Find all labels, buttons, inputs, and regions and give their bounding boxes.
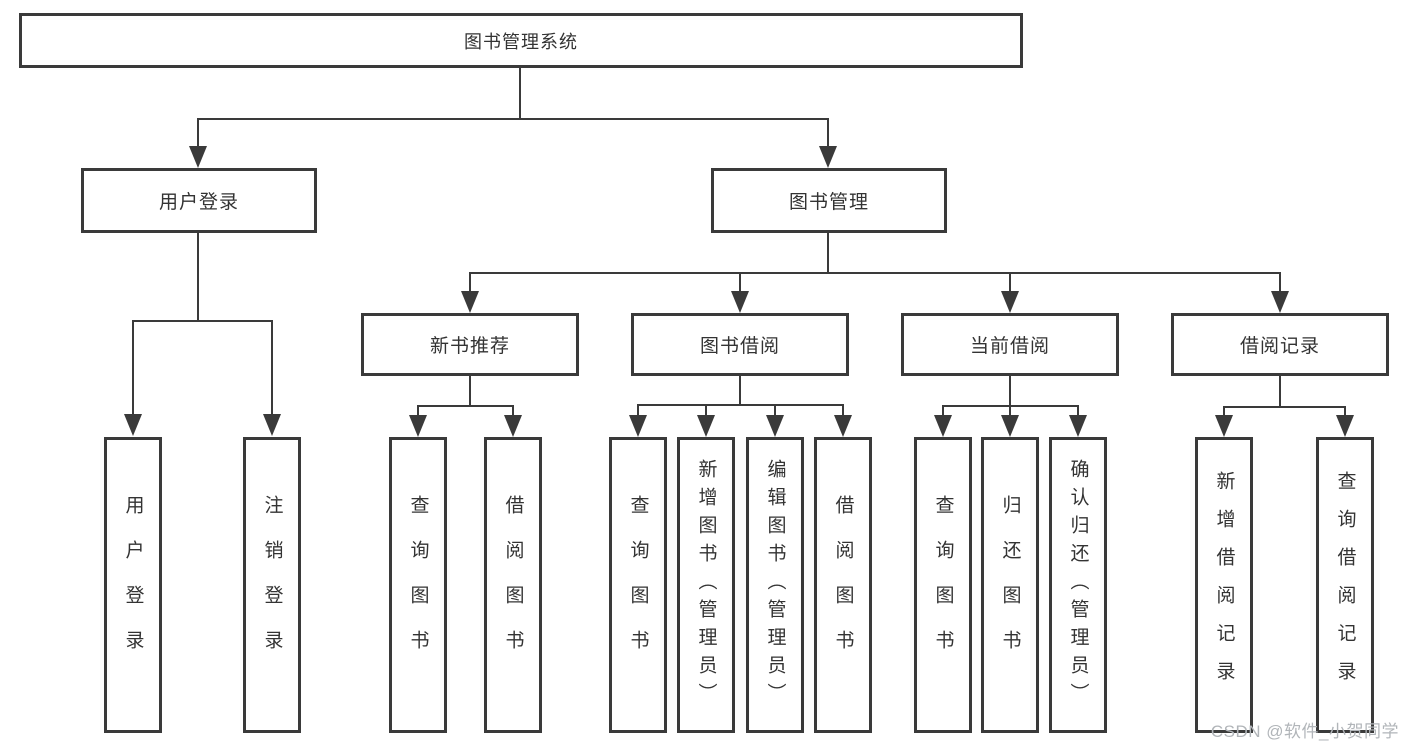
node-current-borrowing-label: 当前借阅 [969, 336, 1050, 357]
connector-vline [469, 376, 471, 406]
leaf-confirm-return-admin-label: 确认归还（管理员） [1067, 459, 1089, 711]
leaf-query-book-current: 查询图书 [914, 437, 972, 733]
connector-stem [1344, 406, 1346, 417]
leaf-query-book-borrowing-label: 查询图书 [627, 495, 649, 675]
leaf-edit-book-admin-label: 编辑图书（管理员） [764, 459, 786, 711]
connector-stem [842, 404, 844, 417]
arrow-down-icon [766, 415, 784, 437]
arrow-down-icon [124, 414, 142, 436]
arrow-down-icon [504, 415, 522, 437]
connector-stem [942, 405, 944, 417]
leaf-return-book-label: 归还图书 [999, 495, 1021, 675]
connector-stem [739, 272, 741, 293]
leaf-query-book-recommend-label: 查询图书 [407, 495, 429, 675]
arrow-down-icon [629, 415, 647, 437]
connector-stem [271, 320, 273, 416]
leaf-edit-book-admin: 编辑图书（管理员） [746, 437, 804, 733]
leaf-query-book-borrowing: 查询图书 [609, 437, 667, 733]
connector-vline [519, 66, 521, 118]
connector-stem [637, 404, 639, 417]
arrow-down-icon [1336, 415, 1354, 437]
arrow-down-icon [697, 415, 715, 437]
arrow-down-icon [819, 146, 837, 168]
connector-stem [1009, 405, 1011, 417]
node-borrowing-records: 借阅记录 [1171, 313, 1389, 376]
connector-vline [1279, 376, 1281, 407]
connector-stem [827, 118, 829, 148]
node-root-label: 图书管理系统 [464, 31, 578, 52]
arrow-down-icon [934, 415, 952, 437]
connector-stem [1223, 406, 1225, 417]
arrow-down-icon [189, 146, 207, 168]
arrow-down-icon [263, 414, 281, 436]
connector-hline [469, 272, 1281, 274]
leaf-borrow-book-recommend: 借阅图书 [484, 437, 542, 733]
leaf-user-login-label: 用户登录 [122, 495, 144, 675]
node-new-book-recommend-label: 新书推荐 [429, 336, 510, 357]
connector-stem [417, 405, 419, 417]
leaf-query-borrow-record-label: 查询借阅记录 [1334, 471, 1356, 699]
connector-stem [1009, 272, 1011, 293]
leaf-query-book-recommend: 查询图书 [389, 437, 447, 733]
connector-vline [197, 233, 199, 320]
leaf-add-book-admin: 新增图书（管理员） [677, 437, 735, 733]
node-root: 图书管理系统 [19, 13, 1023, 68]
watermark: CSDN @软件_小贺同学 [1210, 722, 1399, 741]
arrow-down-icon [1271, 291, 1289, 313]
connector-hline [132, 320, 273, 322]
arrow-down-icon [1215, 415, 1233, 437]
connector-hline [417, 405, 514, 407]
connector-hline [637, 404, 844, 406]
node-current-borrowing: 当前借阅 [901, 313, 1119, 376]
arrow-down-icon [731, 291, 749, 313]
arrow-down-icon [1069, 415, 1087, 437]
connector-hline [197, 118, 829, 120]
connector-stem [132, 320, 134, 416]
connector-stem [1077, 405, 1079, 417]
connector-vline [827, 233, 829, 274]
arrow-down-icon [1001, 291, 1019, 313]
node-user-login: 用户登录 [81, 168, 317, 233]
leaf-add-borrow-record-label: 新增借阅记录 [1213, 471, 1235, 699]
connector-hline [1223, 406, 1345, 408]
leaf-add-borrow-record: 新增借阅记录 [1195, 437, 1253, 733]
node-book-management-label: 图书管理 [788, 192, 869, 213]
leaf-user-login: 用户登录 [104, 437, 162, 733]
connector-stem [774, 404, 776, 417]
connector-stem [469, 272, 471, 293]
connector-vline [1009, 376, 1011, 406]
arrow-down-icon [834, 415, 852, 437]
connector-stem [705, 404, 707, 417]
leaf-logout-label: 注销登录 [261, 495, 283, 675]
node-user-login-label: 用户登录 [158, 192, 239, 213]
arrow-down-icon [461, 291, 479, 313]
node-book-borrowing: 图书借阅 [631, 313, 849, 376]
leaf-borrow-book-recommend-label: 借阅图书 [502, 495, 524, 675]
connector-stem [512, 405, 514, 417]
arrow-down-icon [1001, 415, 1019, 437]
connector-stem [197, 118, 199, 148]
arrow-down-icon [409, 415, 427, 437]
node-new-book-recommend: 新书推荐 [361, 313, 579, 376]
leaf-borrow-book-label: 借阅图书 [832, 495, 854, 675]
leaf-query-book-current-label: 查询图书 [932, 495, 954, 675]
leaf-confirm-return-admin: 确认归还（管理员） [1049, 437, 1107, 733]
connector-vline [739, 376, 741, 406]
connector-stem [1279, 272, 1281, 293]
node-borrowing-records-label: 借阅记录 [1239, 336, 1320, 357]
node-book-management: 图书管理 [711, 168, 947, 233]
leaf-logout: 注销登录 [243, 437, 301, 733]
leaf-add-book-admin-label: 新增图书（管理员） [695, 459, 717, 711]
node-book-borrowing-label: 图书借阅 [699, 336, 780, 357]
leaf-query-borrow-record: 查询借阅记录 [1316, 437, 1374, 733]
leaf-borrow-book: 借阅图书 [814, 437, 872, 733]
leaf-return-book: 归还图书 [981, 437, 1039, 733]
